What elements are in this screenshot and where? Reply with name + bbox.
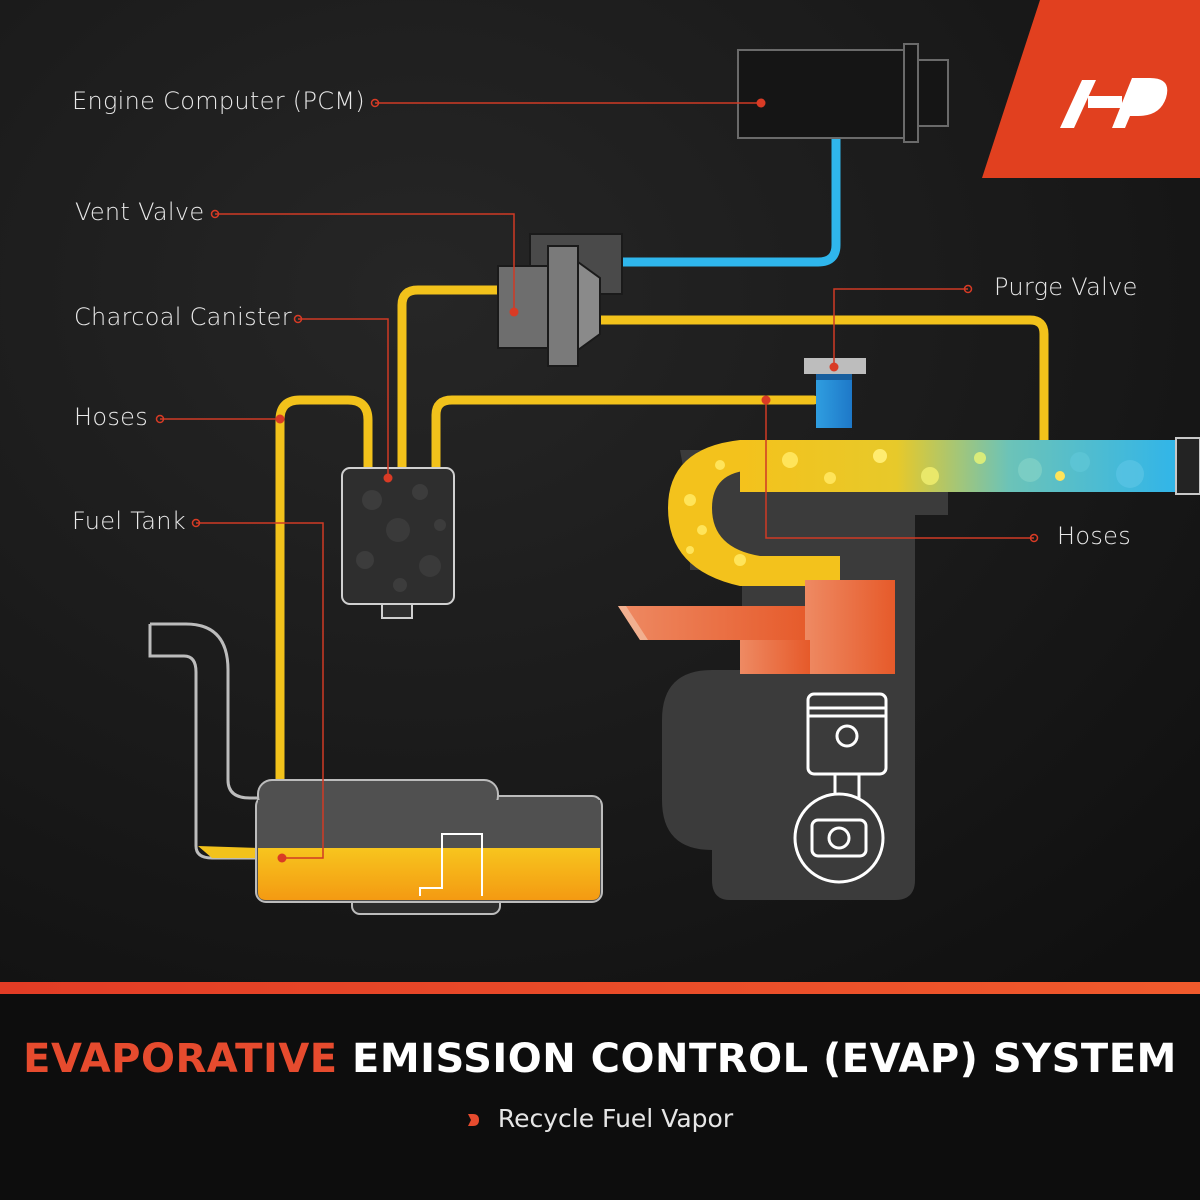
leader-vent-valve <box>215 213 515 312</box>
hose-canister-to-vent <box>397 285 505 475</box>
leader-hoses-right <box>765 400 1034 539</box>
label-hoses-right: Hoses <box>1057 522 1132 550</box>
leader-charcoal-canister <box>298 318 389 478</box>
hose-vent-to-intake <box>595 315 1049 445</box>
title-rest: EMISSION CONTROL (EVAP) SYSTEM <box>352 1036 1177 1082</box>
piston <box>793 692 888 884</box>
leader-purge-valve <box>833 288 968 367</box>
label-vent-valve: Vent Valve <box>75 198 205 226</box>
label-pcm: Engine Computer (PCM) <box>72 87 365 115</box>
ap-logo <box>982 0 1200 178</box>
hose-canister-to-purge <box>431 395 819 475</box>
pcm-signal-wire <box>595 133 841 267</box>
charcoal-canister <box>341 467 455 619</box>
leader-lines <box>160 102 1034 859</box>
intake-manifold <box>618 580 895 674</box>
leader-dots <box>275 98 839 863</box>
label-fuel-tank: Fuel Tank <box>72 507 186 535</box>
leader-rings <box>155 98 1039 543</box>
fuel-tank <box>148 622 603 915</box>
footer-background <box>0 994 1200 1200</box>
subtitle-text: Recycle Fuel Vapor <box>497 1104 734 1133</box>
leader-fuel-tank <box>196 522 324 859</box>
vent-valve <box>497 233 623 367</box>
footer-accent-bar <box>0 982 1200 994</box>
title-accent: EVAPORATIVE <box>23 1036 338 1082</box>
subtitle: Recycle Fuel Vapor <box>0 1104 1200 1133</box>
label-purge-valve: Purge Valve <box>994 273 1138 301</box>
play-shape-icon <box>467 1114 479 1126</box>
intake-tube <box>740 437 1200 495</box>
intake-bend <box>668 440 840 586</box>
page-title: EVAPORATIVE EMISSION CONTROL (EVAP) SYST… <box>0 1036 1200 1082</box>
label-charcoal-canister: Charcoal Canister <box>74 303 292 331</box>
hose-network <box>275 285 1049 795</box>
hose-tank-to-canister <box>275 395 373 795</box>
label-hoses-left: Hoses <box>74 403 149 431</box>
engine-computer-pcm <box>737 43 949 143</box>
